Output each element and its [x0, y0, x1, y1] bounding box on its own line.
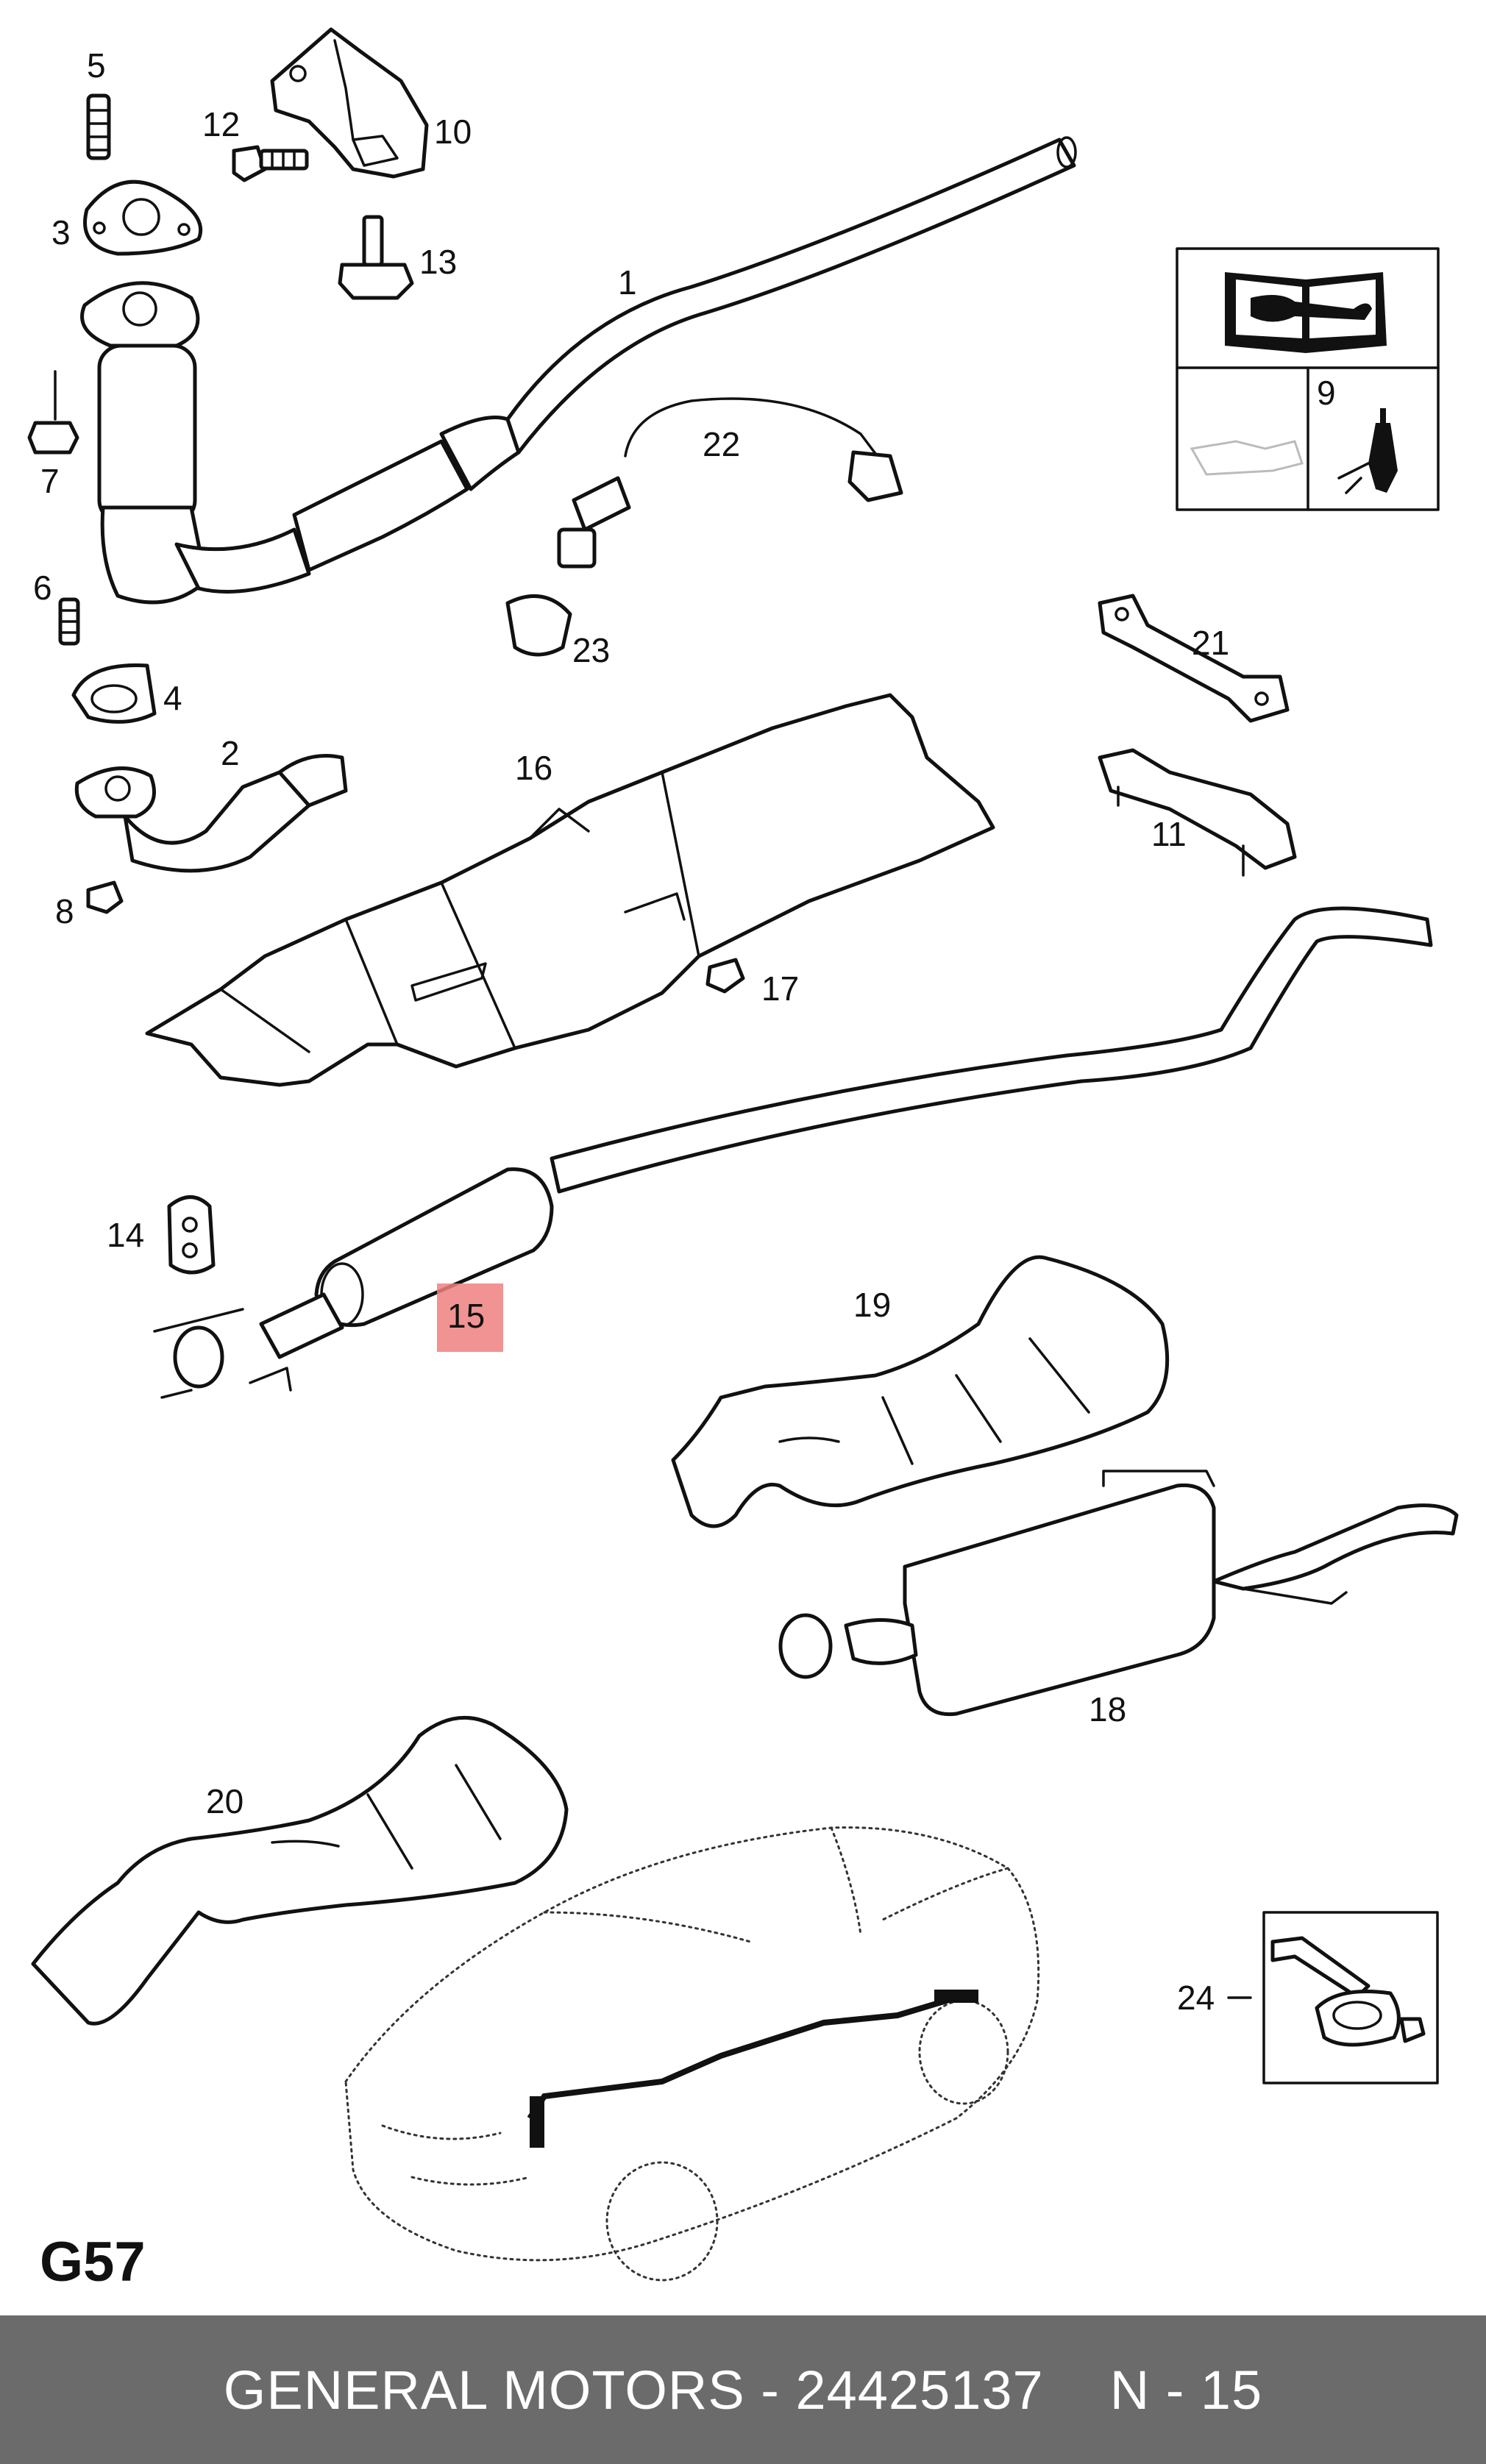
part-12-bolt	[232, 145, 309, 182]
callout-10: 10	[434, 113, 472, 151]
part-24-clamp-box	[1262, 1911, 1439, 2084]
callout-13: 13	[419, 243, 457, 281]
service-manual-icon	[1225, 272, 1387, 353]
callout-19: 19	[853, 1286, 891, 1324]
callout-15-highlight	[437, 1283, 503, 1352]
service-legend-box	[1176, 247, 1440, 511]
callout-16: 16	[515, 749, 552, 787]
callout-21: 21	[1192, 624, 1229, 662]
part-20-heat-shield	[31, 1715, 569, 2026]
part-3-gasket	[83, 179, 203, 256]
part-5-stud	[86, 93, 111, 160]
part-23-grommet	[505, 594, 572, 657]
callout-6: 6	[33, 569, 52, 607]
callout-17: 17	[761, 969, 799, 1008]
callout-18: 18	[1089, 1690, 1126, 1728]
callout-20: 20	[206, 1782, 243, 1820]
sealant-tube-icon	[1337, 408, 1398, 494]
callout-15: 15	[447, 1297, 485, 1335]
callout-23: 23	[572, 631, 610, 669]
callout-8: 8	[55, 892, 74, 930]
callout-2: 2	[221, 734, 240, 772]
callout-22: 22	[703, 425, 740, 463]
vehicle-location-outline	[344, 1826, 1040, 2282]
callout-24: 24	[1177, 1979, 1215, 2017]
part-6-stud	[58, 597, 80, 646]
part-7-nut	[27, 370, 79, 455]
part-11-bracket	[1098, 748, 1297, 877]
part-13-stud-nut	[338, 215, 414, 300]
callout-9: 9	[1317, 374, 1336, 412]
callout-7: 7	[40, 462, 60, 500]
part-17-nut	[705, 958, 745, 994]
callout-14: 14	[107, 1216, 144, 1254]
part-2-catalyst-pipe	[74, 754, 348, 873]
footer-brand-part: GENERAL MOTORS - 24425137	[223, 2359, 1044, 2421]
callout-12: 12	[202, 105, 240, 143]
callout-5: 5	[87, 46, 106, 85]
footer-ref: N - 15	[1109, 2359, 1263, 2421]
oil-can-icon	[1190, 440, 1304, 476]
sheet-code: G57	[40, 2231, 146, 2293]
callout-1: 1	[618, 263, 637, 302]
part-4-ring-shield	[71, 663, 157, 724]
part-16-heat-shield	[145, 693, 995, 1087]
footer-bar: GENERAL MOTORS - 24425137 N - 15	[0, 2315, 1486, 2464]
part-22-oxygen-sensor	[557, 397, 903, 569]
callout-11: 11	[1151, 815, 1187, 853]
callout-3: 3	[51, 213, 71, 252]
part-14-rubber-hanger	[167, 1195, 216, 1275]
part-10-bracket	[270, 27, 429, 179]
callout-4: 4	[163, 679, 182, 717]
part-21-bracket	[1098, 594, 1290, 723]
part-1-front-pipe-catalyst	[80, 136, 1077, 605]
part-19-rear-heat-shield	[671, 1255, 1170, 1528]
part-8-nut	[86, 880, 124, 914]
part-15-intermediate-pipe-muffler	[153, 906, 1433, 1399]
part-18-rear-muffler	[778, 1470, 1459, 1717]
